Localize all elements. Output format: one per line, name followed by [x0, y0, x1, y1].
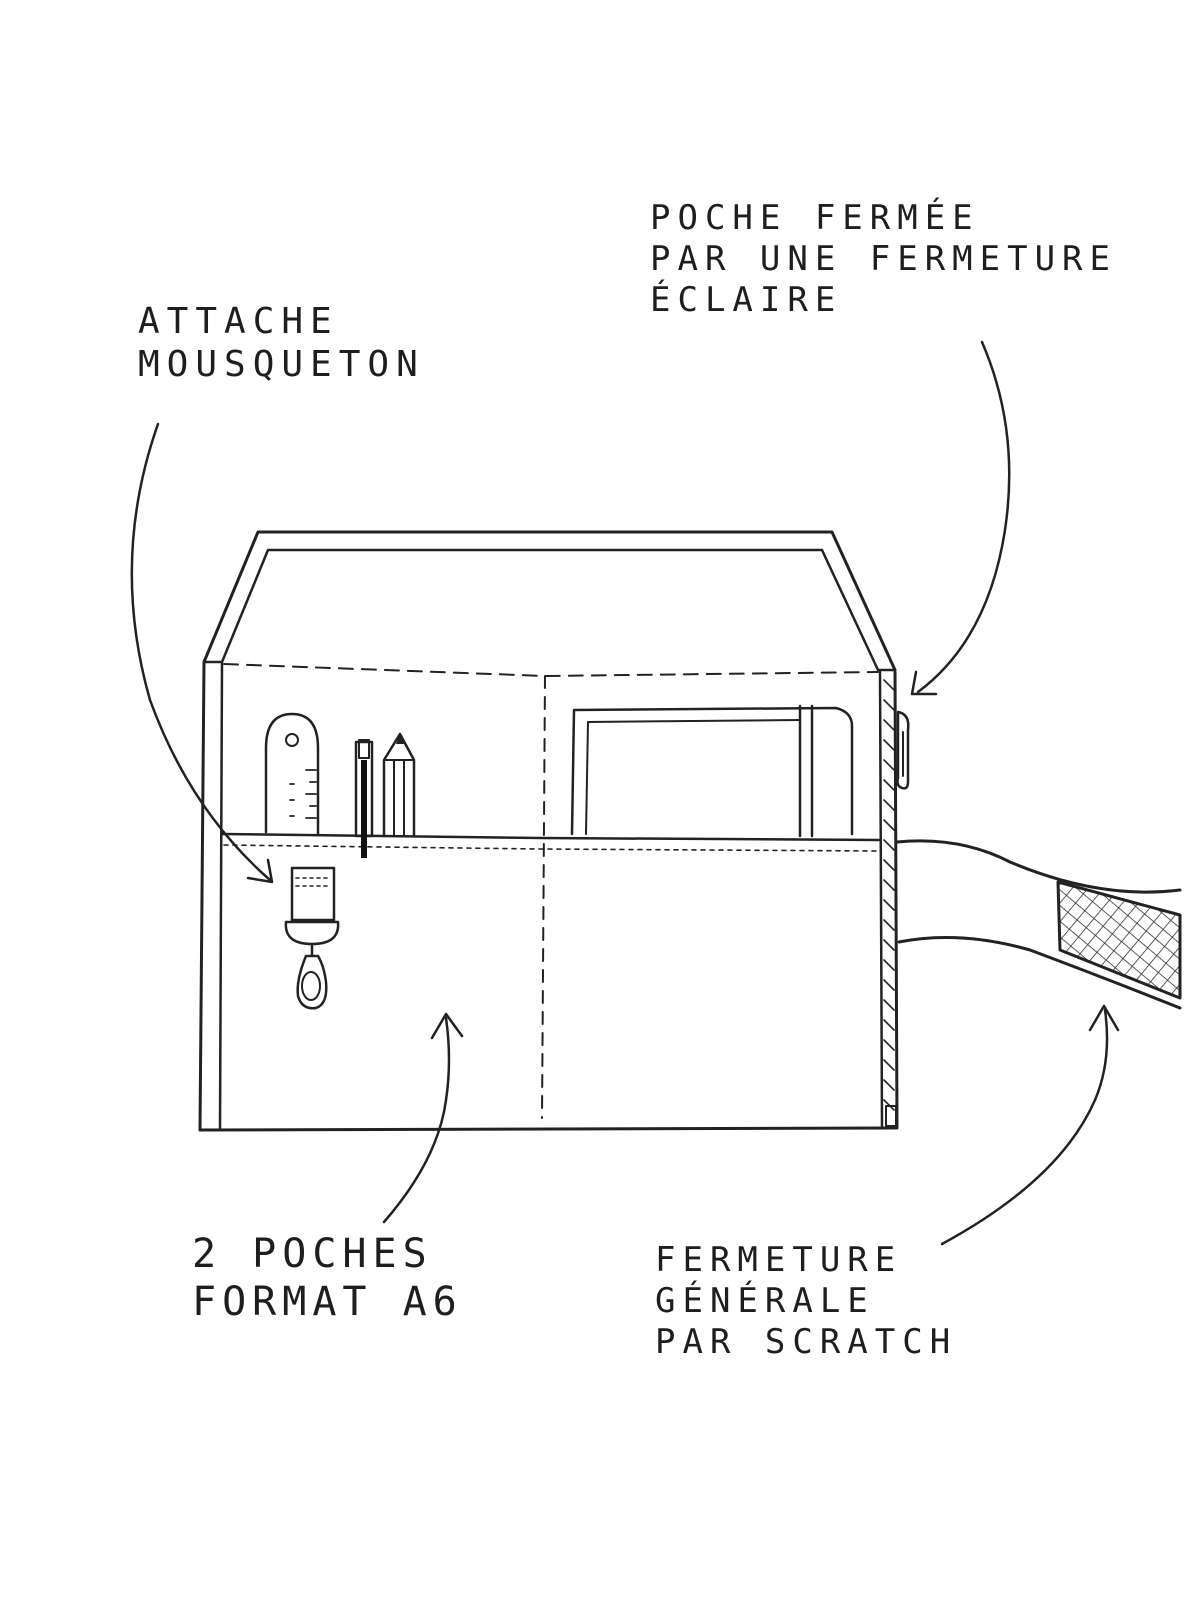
label-fermeture-generale: FERMETURE GÉNÉRALE PAR SCRATCH	[655, 1240, 957, 1362]
arrow-attache	[130, 422, 274, 884]
label-line: PAR SCRATCH	[655, 1321, 958, 1362]
arrow-fermeture	[940, 1004, 1120, 1246]
arrow-poche-fermee	[910, 340, 1011, 696]
label-line: ÉCLAIRE	[650, 279, 843, 320]
bag-body	[198, 660, 899, 1132]
carabiner-icon	[284, 866, 340, 1010]
pen-icon	[354, 739, 374, 858]
zipper-icon	[883, 679, 910, 1127]
scratch-mesh	[1056, 880, 1182, 1000]
label-deux-poches: 2 POCHES FORMAT A6	[192, 1230, 463, 1326]
label-line: POCHE FERMÉE	[650, 198, 980, 238]
strap-icon	[895, 839, 1182, 1010]
label-line: 2 POCHES	[192, 1231, 433, 1277]
label-line: PAR UNE FERMETURE	[650, 238, 1117, 279]
label-attache-mousqueton: ATTACHE MOUSQUETON	[138, 300, 425, 386]
arrow-deux-poches	[382, 1012, 464, 1224]
label-line: GÉNÉRALE	[655, 1280, 875, 1321]
label-line: FORMAT A6	[192, 1279, 463, 1325]
label-line: FERMETURE	[655, 1240, 903, 1280]
label-line: ATTACHE	[138, 301, 339, 342]
bag-flap	[202, 530, 897, 672]
label-poche-fermee: POCHE FERMÉE PAR UNE FERMETURE ÉCLAIRE	[650, 198, 1117, 320]
pocket-edge	[220, 832, 882, 852]
ruler-icon	[264, 712, 320, 836]
pencil-icon	[382, 732, 416, 838]
notebook-icon	[570, 704, 854, 838]
label-line: MOUSQUETON	[138, 344, 425, 386]
